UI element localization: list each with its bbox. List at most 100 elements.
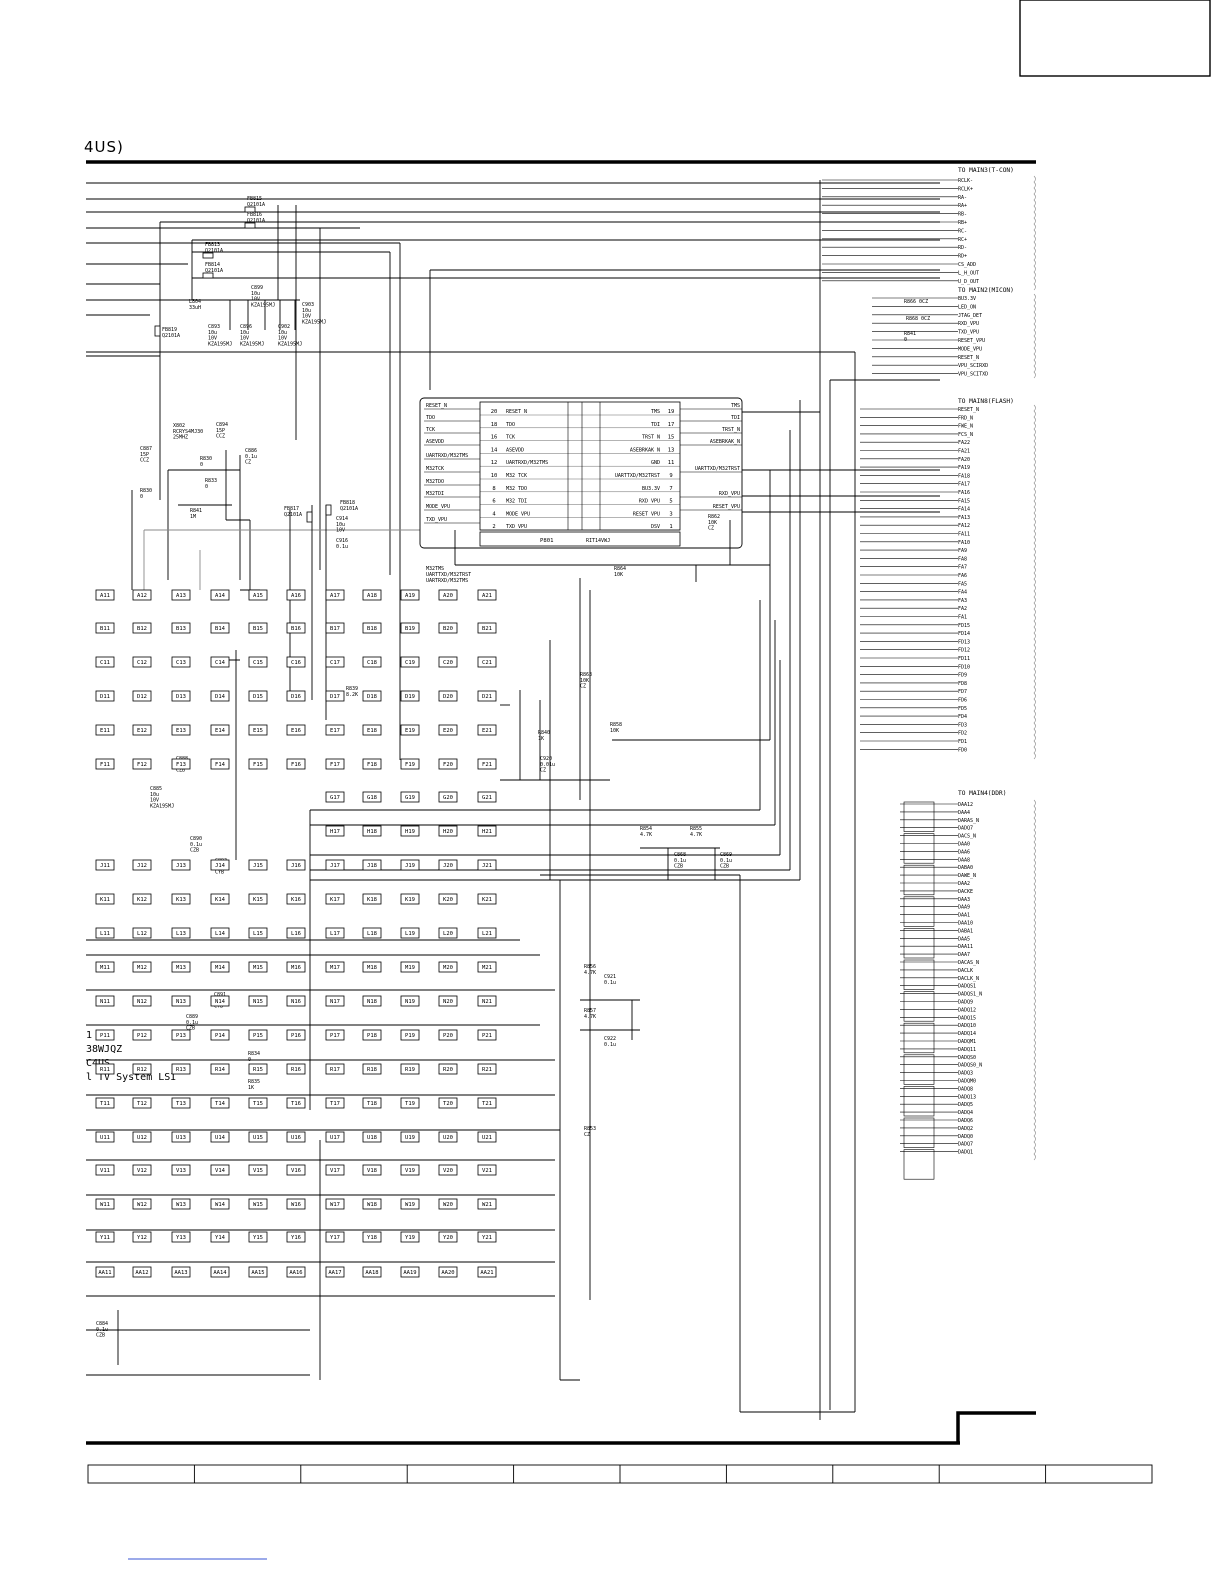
connector-signal: DADQ0 xyxy=(900,1134,973,1140)
left-notes: 1 38WJQZ C4US l TV System LSI xyxy=(86,1030,176,1083)
connector-signal: RD- xyxy=(822,245,967,251)
bga-ball-label: P15 xyxy=(253,1033,263,1039)
connector-signal: FA13 xyxy=(860,515,970,521)
bga-ball-label: N12 xyxy=(137,999,147,1005)
bga-ball-AA13: AA13 xyxy=(171,1266,191,1278)
connector-signal-label: FD1 xyxy=(958,739,967,745)
bga-ball-D21: D21 xyxy=(477,690,497,702)
bga-ball-label: Y17 xyxy=(330,1235,340,1241)
bga-ball-P17: P17 xyxy=(325,1029,345,1041)
bga-ball-label: T14 xyxy=(215,1101,226,1107)
bga-ball-R17: R17 xyxy=(325,1063,345,1075)
bga-ball-label: B13 xyxy=(176,626,186,632)
bga-ball-D12: D12 xyxy=(132,690,152,702)
bga-ball-K19: K19 xyxy=(400,893,420,905)
bga-ball-V17: V17 xyxy=(325,1164,345,1176)
connector-signal: DAA4 xyxy=(900,810,970,816)
bga-ball-label: A12 xyxy=(137,593,147,599)
connector-signal: DACLK xyxy=(900,968,973,974)
bga-ball-Y16: Y16 xyxy=(286,1231,306,1243)
flash-connector: TO MAIN8(FLASH) RESET_NFRD_NFWE_NFCS_NFA… xyxy=(860,398,1036,760)
bga-ball-B19: B19 xyxy=(400,622,420,634)
p801-left-signal: MODE_VPU xyxy=(426,504,450,510)
connector-signal: FA18 xyxy=(860,473,970,479)
note-line-1: 1 xyxy=(86,1030,92,1041)
bga-ball-label: R16 xyxy=(291,1067,301,1073)
connector-signal: RC+ xyxy=(822,237,967,243)
connector-signal: FD6 xyxy=(860,698,967,704)
bga-ball-M11: M11 xyxy=(95,961,115,973)
bga-ball-label: R21 xyxy=(482,1067,492,1073)
bga-ball-Y18: Y18 xyxy=(362,1231,382,1243)
connector-signal: DADQ11 xyxy=(900,1047,976,1053)
bga-ball-label: D17 xyxy=(330,694,340,700)
bga-ball-P19: P19 xyxy=(400,1029,420,1041)
bga-ball-label: W21 xyxy=(482,1202,492,1208)
connector-signal: CS_ADD xyxy=(822,262,976,268)
bga-ball-label: R15 xyxy=(253,1067,263,1073)
bga-ball-C20: C20 xyxy=(438,656,458,668)
connector-signal: DADQ5 xyxy=(900,1102,973,1108)
connector-signal: DACAS_N xyxy=(900,960,979,966)
bga-ball-N15: N15 xyxy=(248,995,268,1007)
p801-pin-num: 6 xyxy=(492,499,495,505)
connector-signal: DACLK_N xyxy=(900,976,979,982)
connector-signal-label: DADQS1_N xyxy=(958,992,982,998)
bga-ball-N17: N17 xyxy=(325,995,345,1007)
bga-ball-M14: M14 xyxy=(210,961,230,973)
r868-label: R868 0CZ xyxy=(906,316,930,322)
p801-left-signal: M32TDO xyxy=(426,479,444,485)
bga-ball-N11: N11 xyxy=(95,995,115,1007)
bga-ball-label: J18 xyxy=(367,863,377,869)
bga-ball-label: R14 xyxy=(215,1067,226,1073)
bga-ball-label: E13 xyxy=(176,728,186,734)
p801-pin-name: MODE VPU xyxy=(506,511,530,517)
ddr-title: TO MAIN4(DDR) xyxy=(958,790,1006,797)
bga-ball-label: M20 xyxy=(443,965,453,971)
bga-ball-label: P17 xyxy=(330,1033,340,1039)
bga-ball-W16: W16 xyxy=(286,1198,306,1210)
bga-ball-F18: F18 xyxy=(362,758,382,770)
connector-signal-label: LED_ON xyxy=(958,304,976,310)
bga-ball-label: R12 xyxy=(137,1067,147,1073)
p801-right-signal: UARTTXD/M32TRST xyxy=(695,466,740,472)
bga-ball-label: C17 xyxy=(330,660,340,666)
connector-signal-label: FD7 xyxy=(958,689,967,695)
p801-pin-num: 7 xyxy=(669,486,672,492)
bga-ball-label: AA15 xyxy=(251,1270,264,1276)
p801-right-signal: RESET_VPU xyxy=(713,504,740,510)
connector-signal-label: DAA6 xyxy=(958,849,970,855)
bga-ball-label: A11 xyxy=(100,593,110,599)
bga-ball-W11: W11 xyxy=(95,1198,115,1210)
bga-ball-label: J11 xyxy=(100,863,110,869)
connector-signal-label: DADQS0_N xyxy=(958,1063,982,1069)
bga-ball-Y17: Y17 xyxy=(325,1231,345,1243)
connector-signal-label: U_D_OUT xyxy=(958,279,979,285)
connector-signal-label: DADQ13 xyxy=(958,1094,976,1100)
connector-signal: VPU_SCITXD xyxy=(872,372,988,378)
bga-ball-label: M19 xyxy=(405,965,415,971)
bga-ball-label: V15 xyxy=(253,1168,263,1174)
bga-ball-M13: M13 xyxy=(171,961,191,973)
bga-ball-label: AA21 xyxy=(480,1270,493,1276)
bga-ball-label: W15 xyxy=(253,1202,263,1208)
bga-ball-label: U16 xyxy=(291,1135,301,1141)
bga-ball-U18: U18 xyxy=(362,1131,382,1143)
bga-ball-label: L20 xyxy=(443,931,453,937)
p801-pin-num: 2 xyxy=(492,524,495,530)
bga-ball-M17: M17 xyxy=(325,961,345,973)
bga-ball-label: T12 xyxy=(137,1101,147,1107)
connector-signal-label: DADQM1 xyxy=(958,1039,976,1045)
p801-pin-name: TMS xyxy=(651,409,660,415)
connector-signal: DADQ4 xyxy=(900,1110,973,1116)
connector-signal-label: DADQ4 xyxy=(958,1110,973,1116)
connector-signal: FA8 xyxy=(860,556,967,562)
connector-signal-label: DADQ6 xyxy=(958,1118,973,1124)
connector-signal: DAA0 xyxy=(900,842,970,848)
bga-ball-label: R18 xyxy=(367,1067,377,1073)
